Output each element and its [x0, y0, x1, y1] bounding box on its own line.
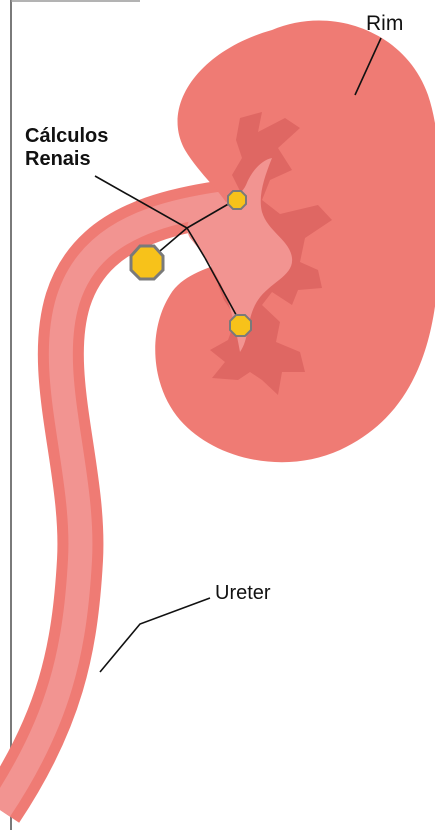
- calculos-renais-label: Cálculos Renais: [25, 125, 108, 171]
- kidney: [155, 20, 435, 462]
- kidney-stone-large: [131, 246, 163, 279]
- rim-label: Rim: [366, 12, 403, 36]
- ureter-leader-line: [100, 598, 210, 672]
- kidney-stone-bottom: [230, 315, 251, 336]
- ureter-label: Ureter: [215, 582, 271, 605]
- calculos-label-line1: Cálculos: [25, 125, 108, 148]
- kidney-stone-top: [228, 191, 246, 209]
- calculos-label-line2: Renais: [25, 148, 108, 171]
